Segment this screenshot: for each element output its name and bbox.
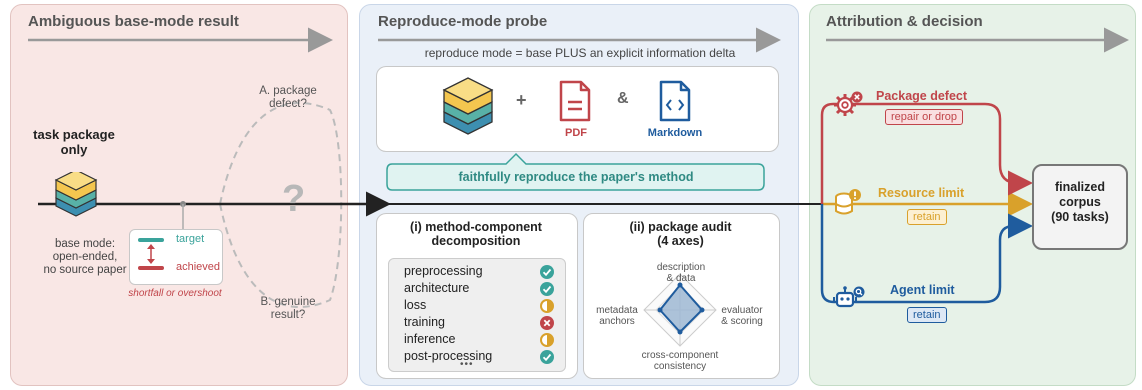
- package-stack-icon-large: [442, 77, 494, 135]
- package-stack-icon: [54, 172, 98, 217]
- question-a: A. package defect?: [259, 85, 317, 111]
- method-item: loss: [404, 298, 427, 312]
- agent-limit-label: Agent limit: [890, 283, 955, 297]
- finalized-corpus-label: finalized corpus (90 tasks): [1051, 180, 1109, 224]
- axis-left-label: metadata anchors: [596, 305, 638, 327]
- ellipsis: •••: [460, 359, 474, 370]
- panel-title-attribution: Attribution & decision: [826, 13, 983, 30]
- agent-arrow: [820, 204, 1033, 304]
- question-b: B. genuine result?: [260, 296, 316, 322]
- target-label: target: [176, 233, 205, 245]
- pdf-file-icon: [559, 80, 591, 122]
- package-action-tag: repair or drop: [885, 109, 964, 125]
- method-item: architecture: [404, 281, 470, 295]
- check-icon: [540, 350, 554, 364]
- cross-icon: [540, 316, 554, 330]
- axis-bottom-label: cross-component consistency: [641, 350, 719, 372]
- gap-indicator-icon: [138, 238, 164, 270]
- check-icon: [540, 265, 554, 279]
- panel-title-reproduce: Reproduce-mode probe: [378, 13, 548, 30]
- task-package-label: task package only: [33, 127, 115, 157]
- base-mode-label: base mode: open-ended, no source paper: [43, 238, 127, 277]
- finalized-corpus-box: [1032, 164, 1128, 250]
- panel-title-ambiguous: Ambiguous base-mode result: [28, 13, 239, 30]
- package-defect-label: Package defect: [876, 89, 968, 103]
- audit-title: (ii) package audit (4 axes): [629, 220, 732, 249]
- reproduce-subtitle: reproduce mode = base PLUS an explicit i…: [424, 46, 736, 60]
- plus-sign: +: [516, 90, 527, 110]
- method-list: [388, 258, 566, 372]
- check-icon: [540, 282, 554, 296]
- callout-bubble: [386, 152, 765, 191]
- partial-icon: [540, 333, 554, 347]
- markdown-label: Markdown: [647, 127, 703, 139]
- robot-search-icon: [833, 286, 865, 308]
- method-item: training: [404, 315, 445, 329]
- method-item: preprocessing: [404, 264, 483, 278]
- database-warning-icon: [835, 189, 861, 215]
- defect-arrow: [820, 102, 1033, 204]
- callout-text: faithfully reproduce the paper's method: [458, 170, 694, 184]
- resource-action-tag: retain: [907, 209, 947, 225]
- axis-right-label: evaluator & scoring: [721, 305, 763, 327]
- ampersand: &: [617, 90, 629, 107]
- question-mark: ?: [282, 178, 306, 220]
- resource-limit-label: Resource limit: [878, 186, 965, 200]
- markdown-file-icon: [659, 80, 691, 122]
- gear-error-icon: [834, 91, 863, 116]
- axis-top-label: description & data: [656, 262, 706, 284]
- radar-chart: [643, 273, 717, 347]
- method-item: inference: [404, 332, 456, 346]
- shortfall-label: shortfall or overshoot: [128, 288, 222, 299]
- achieved-label: achieved: [176, 261, 221, 273]
- agent-action-tag: retain: [907, 307, 947, 323]
- pdf-label: PDF: [565, 127, 587, 139]
- question-lens: [218, 101, 343, 308]
- method-item: post-processing: [404, 349, 493, 363]
- decomposition-title: (i) method-component decomposition: [410, 220, 542, 249]
- partial-icon: [540, 299, 554, 313]
